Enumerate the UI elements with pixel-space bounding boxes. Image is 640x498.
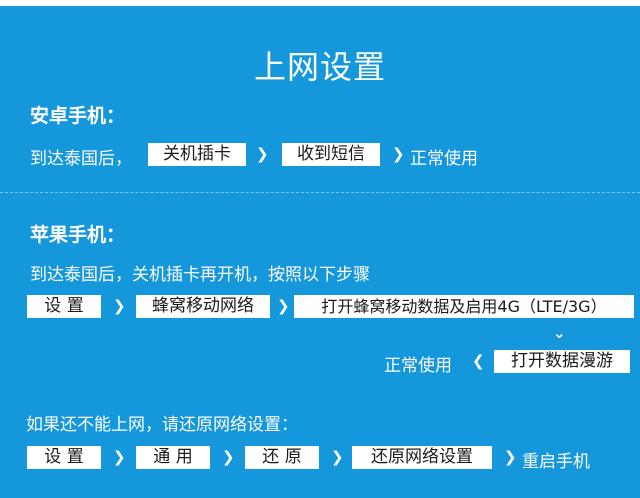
chevron-right-icon: ❯ [113, 297, 126, 315]
android-step-receive-sms: 收到短信 [282, 143, 380, 166]
page-title: 上网设置 [253, 48, 386, 86]
apple-step-data-roaming: 打开数据漫游 [494, 350, 630, 373]
android-heading: 安卓手机： [30, 105, 126, 127]
chevron-right-icon: ❯ [256, 145, 269, 163]
android-intro: 到达泰国后， [30, 149, 132, 169]
fallback-step-settings: 设 置 [27, 446, 101, 469]
fallback-step-reset: 还 原 [245, 446, 319, 469]
apple-step-cellular: 蜂窝移动网络 [136, 295, 270, 318]
fallback-step-general: 通 用 [136, 446, 210, 469]
chevron-right-icon: ❯ [504, 448, 517, 466]
apple-heading: 苹果手机： [30, 224, 126, 246]
chevron-left-icon: ❮ [472, 352, 485, 370]
fallback-intro: 如果还不能上网，请还原网络设置： [26, 415, 298, 435]
chevron-down-icon: ⌄ [553, 324, 566, 342]
fallback-tail: 重启手机 [522, 452, 590, 472]
apple-tail: 正常使用 [384, 356, 452, 376]
android-tail: 正常使用 [410, 149, 478, 169]
apple-intro: 到达泰国后，关机插卡再开机，按照以下步骤 [30, 265, 370, 285]
chevron-right-icon: ❯ [113, 448, 126, 466]
apple-step-settings: 设 置 [27, 295, 101, 318]
settings-panel: 上网设置 安卓手机： 到达泰国后， 关机插卡 ❯ 收到短信 ❯ 正常使用 苹果手… [0, 6, 640, 498]
fallback-step-reset-network: 还原网络设置 [352, 446, 492, 469]
chevron-right-icon: ❯ [331, 448, 344, 466]
chevron-right-icon: ❯ [222, 448, 235, 466]
chevron-right-icon: ❯ [392, 145, 405, 163]
apple-step-enable-data-4g: 打开蜂窝移动数据及启用4G（LTE/3G） [294, 295, 634, 318]
chevron-right-icon: ❯ [277, 297, 290, 315]
android-step-power-off-insert-card: 关机插卡 [148, 143, 246, 166]
section-divider [0, 192, 640, 193]
